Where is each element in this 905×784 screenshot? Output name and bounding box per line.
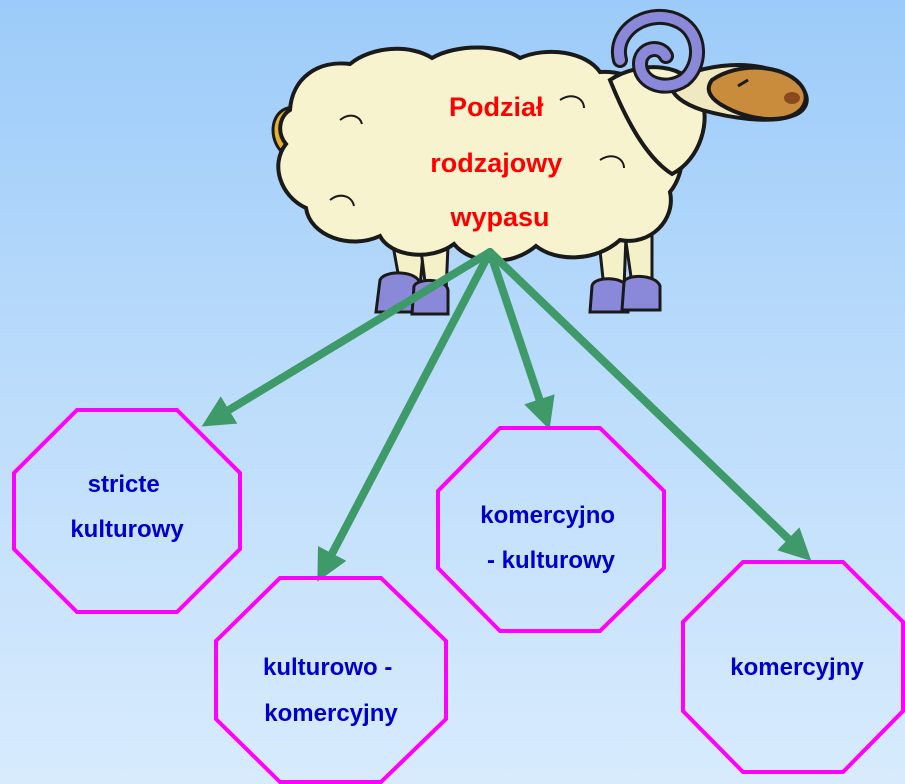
arrow-to-komercyjny [486,248,812,561]
node-stricte: stricte kulturowy [12,408,242,614]
node-label: stricte kulturowy [70,471,184,543]
ram-illustration [271,9,809,316]
root-title-line: Podział [449,92,544,122]
node-komercyjno: komercyjno - kulturowy [436,426,666,633]
node-label: komercyjny [730,654,864,681]
root-title-line: rodzajowy [430,148,562,178]
arrows [201,248,812,582]
node-label-line: kulturowo - [263,654,392,681]
octagon-shape [214,576,448,784]
root-title-line: wypasu [449,202,549,232]
node-kulturowo: kulturowo - komercyjny [214,576,448,784]
node-label-line: komercyjny [264,700,398,727]
octagon-shape [681,560,905,774]
node-label-line: komercyjny [730,654,864,681]
node-label-line: kulturowy [70,516,184,543]
arrow-to-kulturowo [317,248,494,582]
octagon-shape [436,426,666,633]
node-label-line: komercyjno [480,502,615,529]
node-label: komercyjno - kulturowy [480,502,621,574]
octagon-shape [12,408,242,614]
node-label: kulturowo - komercyjny [263,654,399,727]
arrow-to-stricte [201,248,494,427]
arrow-to-komercyjno [486,248,555,430]
node-label-line: - kulturowy [487,547,616,574]
node-label-line: stricte [88,471,160,498]
node-komercyjny: komercyjny [681,560,905,774]
root-title: Podział rodzajowy wypasu [430,92,570,232]
